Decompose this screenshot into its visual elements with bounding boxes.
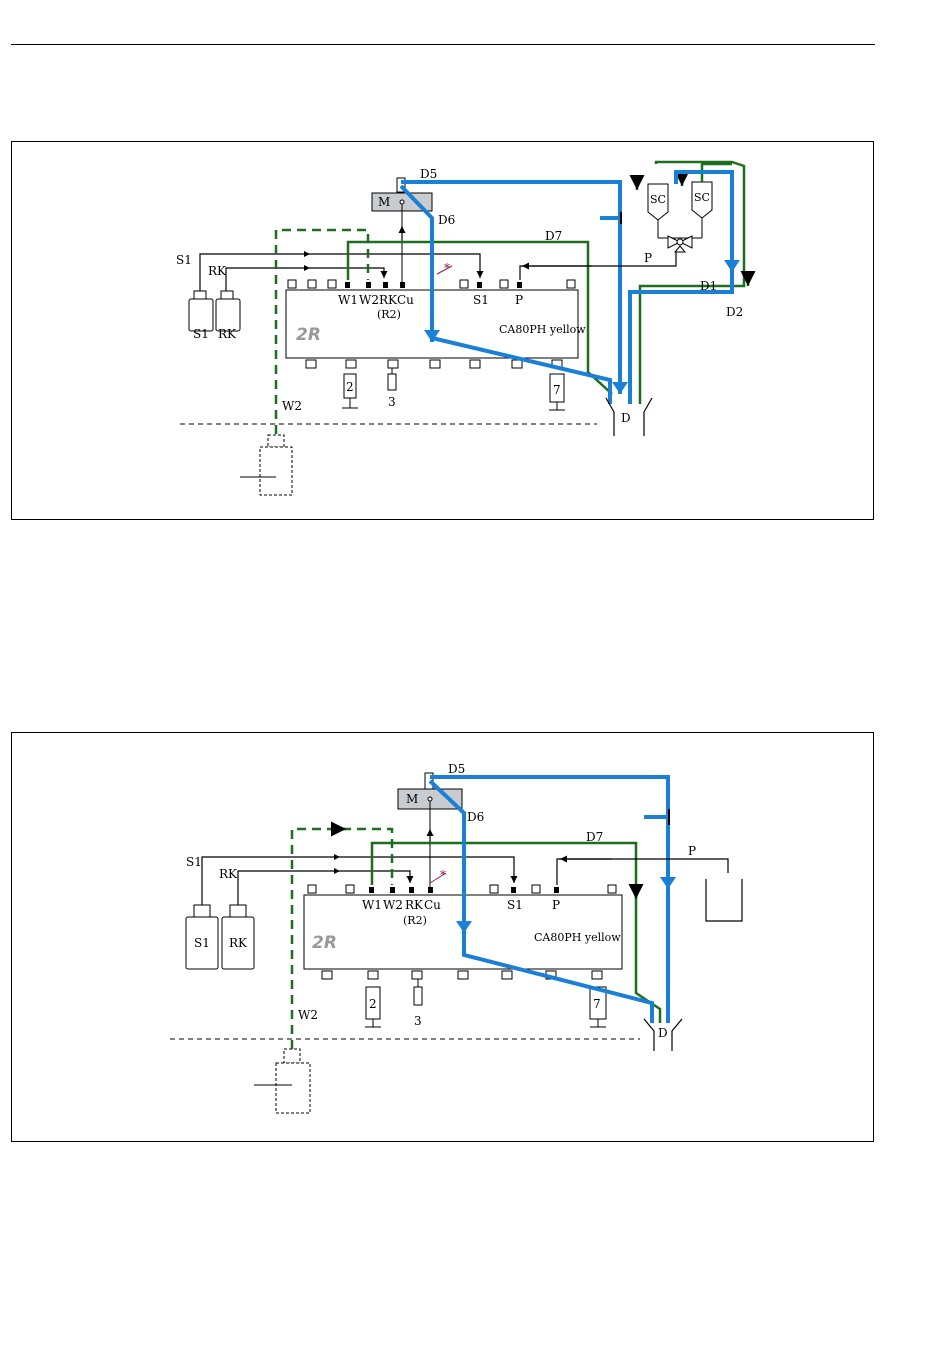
pump-label-3: 3	[388, 395, 396, 409]
line-label-d1: D1	[700, 279, 717, 293]
line-label-s1: S1	[176, 253, 192, 267]
flow-diagram-2: W1 W2 RK Cu (R2) S1 P 2R CA80PH yellow S…	[12, 733, 875, 1143]
port-label-cu: Cu	[397, 293, 414, 307]
line-label-p: P	[688, 844, 696, 858]
bottle-label-rk: RK	[229, 936, 248, 950]
port-label-w2: W2	[383, 898, 403, 912]
line-s1-feed	[200, 254, 480, 291]
bottle-label-s1: S1	[194, 936, 210, 950]
line-label-d7: D7	[545, 229, 562, 243]
port-label-w1: W1	[338, 293, 358, 307]
bottle-label-s1: S1	[193, 327, 209, 341]
pump-3	[414, 979, 422, 1005]
pump-3	[388, 368, 396, 390]
bottle-rk	[216, 291, 240, 331]
port-label-rk: RK	[379, 293, 398, 307]
bottle-s1	[189, 291, 213, 331]
pump-label-2: 2	[346, 380, 354, 394]
line-label-s1: S1	[186, 855, 202, 869]
port-label-rk: RK	[405, 898, 424, 912]
line-label-d6: D6	[467, 810, 484, 824]
device-label: CA80PH yellow	[499, 323, 586, 336]
flow-diagram-1: W1 W2 RK Cu (R2) S1 P 2R CA80PH yellow S…	[12, 142, 875, 521]
brand-logo: 2R	[296, 325, 321, 345]
sc-label-1: SC	[650, 193, 666, 206]
port-label-cu: Cu	[424, 898, 441, 912]
port-label-w2: W2	[359, 293, 379, 307]
module-label-m: M	[378, 195, 390, 209]
line-label-rk: RK	[208, 264, 227, 278]
line-label-p: P	[644, 251, 652, 265]
waste-canister	[240, 435, 292, 495]
port-label-p: P	[515, 293, 523, 307]
sc-label-2: SC	[694, 191, 710, 204]
module-label-m: M	[406, 792, 418, 806]
diagram-frame-2: W1 W2 RK Cu (R2) S1 P 2R CA80PH yellow S…	[11, 732, 874, 1142]
port-label-p: P	[552, 898, 560, 912]
port-label-r2: (R2)	[377, 308, 401, 321]
line-label-d6: D6	[438, 213, 455, 227]
drain-label: D	[658, 1026, 668, 1040]
port-label-w1: W1	[362, 898, 382, 912]
sample-beaker	[706, 879, 742, 921]
port-label-s1: S1	[473, 293, 489, 307]
port-label-s1: S1	[507, 898, 523, 912]
device-label: CA80PH yellow	[534, 931, 621, 944]
line-label-rk: RK	[219, 867, 238, 881]
port-label-r2: (R2)	[403, 914, 427, 927]
line-p	[557, 859, 728, 885]
top-rule	[11, 44, 875, 45]
diagram-frame-1: W1 W2 RK Cu (R2) S1 P 2R CA80PH yellow S…	[11, 141, 874, 520]
line-label-d2: D2	[726, 305, 743, 319]
waste-canister	[254, 1049, 310, 1113]
line-rk-feed	[226, 268, 384, 291]
pump-label-7: 7	[553, 383, 561, 397]
line-label-d5: D5	[420, 167, 437, 181]
pump-label-2: 2	[369, 997, 377, 1011]
pump-label-3: 3	[414, 1014, 422, 1028]
bottle-label-rk: RK	[218, 327, 237, 341]
line-label-w2: W2	[298, 1008, 318, 1022]
line-label-w2: W2	[282, 399, 302, 413]
line-label-d7: D7	[586, 830, 603, 844]
drain-label: D	[621, 411, 631, 425]
brand-logo: 2R	[312, 933, 337, 953]
line-label-d5: D5	[448, 762, 465, 776]
pump-label-7: 7	[593, 997, 601, 1011]
